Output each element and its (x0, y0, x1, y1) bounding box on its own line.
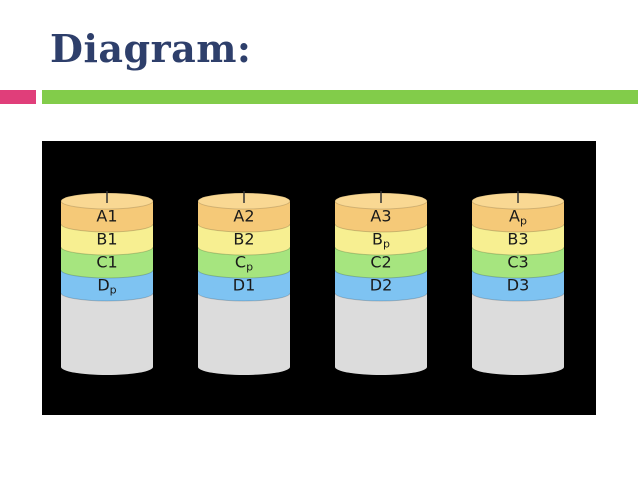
disk-bottom (335, 359, 427, 375)
disk-bottom (472, 359, 564, 375)
disk-layer-label: C2 (370, 253, 391, 272)
disk-body (472, 293, 564, 367)
accent-bar-green (42, 90, 638, 104)
disk-layer-label: Cp (235, 253, 253, 274)
disk-layer-label: Ap (509, 207, 527, 228)
disk-layer-label: A2 (233, 207, 254, 226)
disk-layer-label: C3 (507, 253, 528, 272)
disk-layer-label: B1 (96, 230, 117, 249)
disk-1: Dp C1 B1 A1 (60, 191, 154, 375)
disk-body (198, 293, 290, 367)
disk-bottom (198, 359, 290, 375)
disk-layer-label: Bp (372, 230, 390, 251)
disk-bottom (61, 359, 153, 375)
accent-bar-pink (0, 90, 36, 104)
disk-layer-label: B3 (507, 230, 528, 249)
slide-title: Diagram: (50, 26, 252, 71)
disk-layer-label: B2 (233, 230, 254, 249)
disk-2: D1 Cp B2 A2 (197, 191, 291, 375)
disk-layer-label: C1 (96, 253, 117, 272)
disk-layer-label: D1 (233, 276, 256, 295)
disk-layer-label: D3 (507, 276, 530, 295)
disk-layer-label: D2 (370, 276, 393, 295)
disk-layer-label: A3 (370, 207, 391, 226)
disk-body (61, 293, 153, 367)
disk-4: D3 C3 B3 Ap (471, 191, 565, 375)
disk-layer-label: A1 (96, 207, 117, 226)
disk-layer: A3 (334, 201, 428, 233)
disk-body (335, 293, 427, 367)
disk-3: D2 C2 Bp A3 (334, 191, 428, 375)
disk-layer-label: Dp (97, 276, 116, 297)
